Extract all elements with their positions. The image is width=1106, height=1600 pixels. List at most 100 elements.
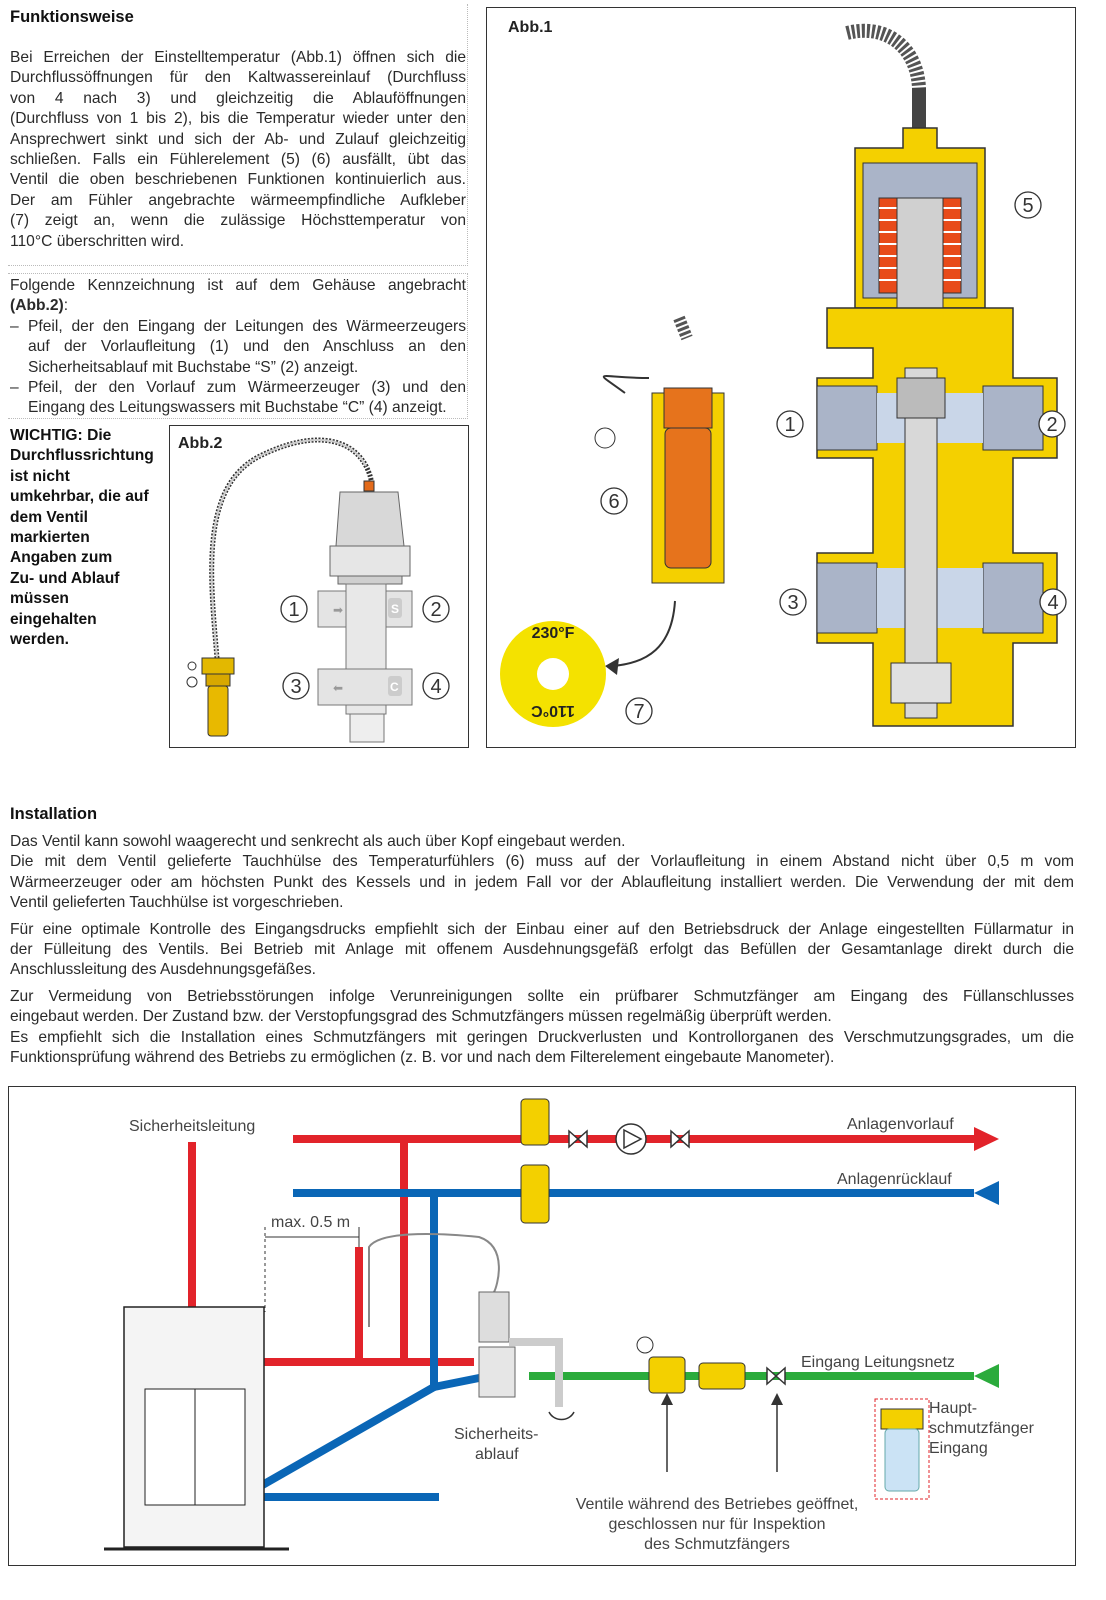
valve-body — [478, 1346, 516, 1398]
s-mark-bg — [388, 598, 402, 618]
item-2-line-0: Pfeil, der den Vorlauf zum Wärmeerzeuger… — [28, 379, 466, 397]
installation-p1: Das Ventil kann sowohl waagerecht und se… — [10, 832, 1074, 914]
callout-3 — [779, 588, 807, 616]
kennzeichnung-intro: Folgende Kennzeichnung ist auf dem Gehäu… — [10, 277, 466, 294]
callout-6-text: 6 — [608, 491, 619, 513]
wichtig-line: dem Ventil — [10, 508, 88, 526]
kennzeichnung-ref: (Abb.2) — [10, 297, 64, 315]
installation-p2-line: Anschlussleitung des Ausdehnungsgefäßes. — [10, 961, 317, 979]
abb1-label: Abb.1 — [508, 19, 553, 36]
stem — [904, 367, 938, 719]
pointer-arrow-2-icon — [771, 1393, 783, 1405]
installation-p3-line: eingebaut werden. Der Zustand bzw. der V… — [10, 1008, 832, 1026]
label-eingang: Eingang Leitungsnetz — [801, 1354, 955, 1371]
drain-funnel-icon — [548, 1411, 575, 1421]
funktion-line-4: Ansprechwert sinkt und sich der Ab- und … — [10, 130, 466, 148]
port-2-thread — [982, 385, 1044, 451]
callout-4 — [1039, 588, 1067, 616]
valve-icon-2 — [670, 1129, 690, 1149]
capillary-line — [368, 1233, 500, 1327]
funktion-line-3: (Durchfluss von 1 bis 2), bis die Temper… — [10, 110, 466, 128]
callout-3-text: 3 — [787, 592, 798, 614]
arrow-mark-2: ⬅ — [333, 681, 343, 695]
funktion-line-0: Bei Erreichen der Einstelltemperatur (Ab… — [10, 49, 466, 66]
label-sicherheitsablauf-1: Sicherheits- — [454, 1426, 538, 1443]
drain-pipe — [509, 1338, 563, 1407]
wichtig-line: müssen — [10, 590, 69, 608]
wichtig-line: ist nicht — [10, 467, 70, 485]
installation-p1-line: Ventil gelieferten Tauchhülse ist vorges… — [10, 894, 344, 912]
blue-to-valve — [433, 1373, 485, 1391]
wichtig-line: eingehalten — [10, 610, 97, 628]
installation-p1-line: Die mit dem Ventil gelieferte Tauchhülse… — [10, 853, 1074, 871]
kennzeichnung-item-1: – Pfeil, der den Eingang der Leitungen d… — [10, 317, 466, 378]
installation-p3-line: Es empfiehlt sich die Installation eines… — [10, 1028, 1074, 1046]
installation-p3: Zur Vermeidung von Betriebsstörungen inf… — [10, 987, 1074, 1069]
wichtig-note: WICHTIG: Die Durchflussrichtung ist nich… — [10, 426, 170, 650]
list-dash: – — [10, 317, 19, 335]
item-2-line-1: Eingang des Leitungswassers mit Buchstab… — [28, 399, 447, 417]
callout-1-text: 1 — [784, 414, 795, 436]
label-ventile-3: des Schmutzfängers — [644, 1536, 790, 1553]
probe-clip — [186, 676, 198, 688]
label-sicherheitsablauf-2: ablauf — [475, 1446, 519, 1463]
funktion-line-5: schließen. Falls ein Fühlerelement (5) (… — [10, 151, 466, 169]
kennzeichnung-item-2: – Pfeil, der den Vorlauf zum Wärmeerzeug… — [10, 378, 466, 419]
wichtig-line: Zu- und Ablauf — [10, 569, 120, 587]
label-haupt-2: schmutzfänger — [929, 1420, 1035, 1437]
callout-7-text: 7 — [633, 701, 644, 723]
valve-head — [335, 491, 405, 547]
dirt-separator-icon — [520, 1164, 550, 1224]
port-3-thread — [816, 562, 878, 634]
probe-head — [663, 387, 713, 429]
funktion-line-2: von 4 nach 3) und gleichzeitig die Ablau… — [10, 89, 466, 107]
air-separator-icon — [520, 1098, 550, 1146]
installation-heading: Installation — [10, 805, 98, 823]
capillary-tube — [845, 23, 926, 123]
ruecklauf-arrow-icon — [974, 1181, 999, 1205]
funktion-line-8: (7) zeigt an, wenn die zulässige Höchstt… — [10, 212, 466, 230]
label-haupt-1: Haupt- — [929, 1400, 977, 1417]
callout-3 — [282, 672, 310, 700]
sticker-hole — [537, 658, 569, 690]
arrow-mark-1: ➡ — [333, 603, 343, 617]
installation-p1-line: Das Ventil kann sowohl waagerecht und se… — [10, 833, 626, 850]
valve-bottom — [349, 713, 385, 743]
valve-icon-3 — [766, 1366, 786, 1386]
funktion-text: Bei Erreichen der Einstelltemperatur (Ab… — [10, 48, 466, 252]
s-mark: S — [391, 602, 399, 616]
pump-arrow-icon — [623, 1128, 643, 1150]
installation-p3-line: Zur Vermeidung von Betriebsstörungen inf… — [10, 987, 1074, 1005]
funktion-line-1: Durchflussöffnungen für den Kaltwasserei… — [10, 69, 466, 87]
probe-body — [664, 427, 712, 569]
installation-schema: Sicherheitsleitung Anlagenvorlauf Anlage… — [8, 1086, 1076, 1566]
blue-pipes — [257, 1189, 974, 1501]
item-1-line-2: Sicherheitsablauf mit Buchstabe “S” (2) … — [28, 358, 359, 376]
capillary-highlight — [210, 439, 367, 659]
arrow-line — [612, 600, 676, 667]
probe-clip — [602, 375, 650, 394]
abb2-label: Abb.2 — [178, 435, 223, 452]
callout-5-text: 5 — [1022, 195, 1033, 217]
callout-7 — [625, 697, 653, 725]
funktion-line-9: 110°C überschritten wird. — [10, 232, 185, 250]
item-1-line-1: auf der Vorlaufleitung (1) und den Ansch… — [28, 338, 466, 356]
probe-head — [201, 657, 235, 675]
capillary-fitting — [912, 88, 926, 128]
filling-valve-icon — [648, 1356, 686, 1394]
callout-1-text: 1 — [288, 599, 299, 621]
callout-4 — [422, 672, 450, 700]
installation-p2: Für eine optimale Kontrolle des Eingangs… — [10, 920, 1074, 981]
probe-screw-icon — [594, 427, 616, 449]
label-max: max. 0.5 m — [271, 1214, 350, 1231]
stem-knurl — [896, 377, 946, 419]
vorlauf-arrow-icon — [974, 1127, 999, 1151]
item-1-line-0: Pfeil, der den Eingang der Leitungen des… — [28, 317, 466, 335]
callout-4-text: 4 — [430, 676, 441, 698]
probe-screw — [187, 661, 197, 671]
callout-2-text: 2 — [1046, 414, 1057, 436]
installation-p2-line: Für eine optimale Kontrolle des Eingangs… — [10, 920, 1074, 938]
abb2-figure: Abb.2 ➡ S ⬅ C 1 2 3 4 — [169, 425, 469, 748]
eingang-arrow-icon — [974, 1364, 999, 1388]
port-4-thread — [982, 562, 1044, 634]
